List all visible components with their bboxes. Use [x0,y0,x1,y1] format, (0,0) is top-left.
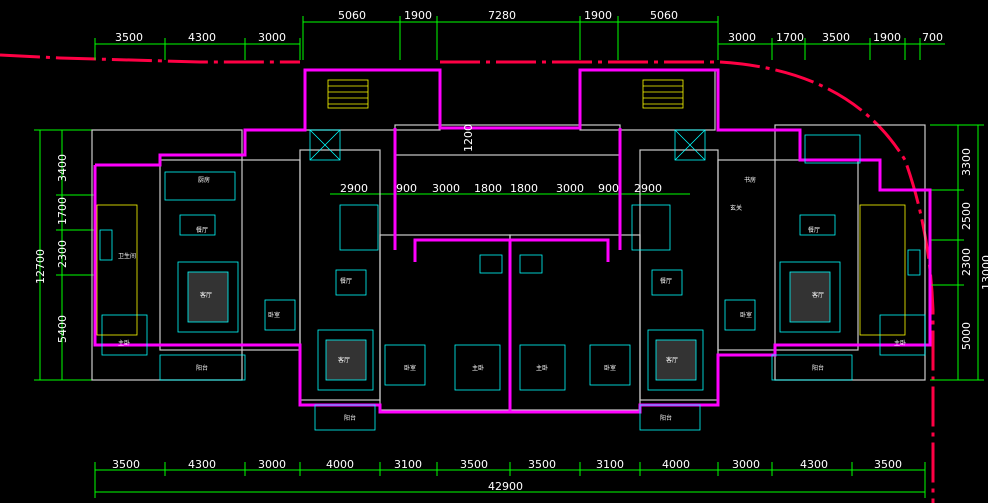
room-label-dining-left: 餐厅 [196,226,208,234]
dim-top-2: 1900 [404,9,432,22]
room-label-balcony-midright: 阳台 [660,414,672,422]
dim-left-4: 5400 [56,315,69,343]
dim-bottom-1: 3500 [112,458,140,471]
dim-bottom-5: 3100 [394,458,422,471]
furniture [99,129,926,431]
dimension-lines [34,16,984,498]
dim-bottom-7: 3500 [528,458,556,471]
dim-bottom-3: 3000 [258,458,286,471]
dim-top-right-4: 1900 [873,31,901,44]
right-dimensions: 3300 2500 2300 5000 13000 [960,148,988,350]
room-label-master-midright: 主卧 [536,364,548,372]
unit-outlines [93,68,932,414]
site-boundary-line [0,53,935,503]
dim-right-4: 5000 [960,322,973,350]
room-label-master-left: 主卧 [118,339,130,347]
dim-bottom-9: 4000 [662,458,690,471]
room-labels: 餐厅 客厅 主卧 卧室 厨房 卫生间 阳台 餐厅 客厅 卧室 主卧 主卧 卧室 … [118,176,906,422]
room-label-master-midleft: 主卧 [472,364,484,372]
dim-top-right-3: 3500 [822,31,850,44]
dim-left-total: 12700 [34,249,47,284]
dim-top-right-5: 700 [922,31,943,44]
dim-mid-6: 3000 [556,182,584,195]
room-label-kitchen-left: 厨房 [198,176,210,184]
room-label-dining-midleft: 餐厅 [340,277,352,285]
room-label-entry-right: 玄关 [730,204,742,212]
room-label-living-midleft: 客厅 [338,356,350,364]
dim-corridor: 1200 [462,124,475,152]
dim-mid-4: 1800 [474,182,502,195]
dim-right-2: 2500 [960,202,973,230]
room-label-balcony-midleft: 阳台 [344,414,356,422]
dim-top-3: 7280 [488,9,516,22]
dim-bottom-2: 4300 [188,458,216,471]
room-label-bedroom-midleft: 卧室 [404,364,416,372]
dim-right-total: 13000 [980,255,988,290]
room-label-balcony-left: 阳台 [196,364,208,372]
dim-bottom-11: 4300 [800,458,828,471]
dim-bottom-10: 3000 [732,458,760,471]
top-dimensions-row2-left: 3500 4300 3000 [115,31,286,44]
dim-mid-7: 900 [598,182,619,195]
room-label-living-right: 客厅 [812,291,824,299]
dim-bottom-8: 3100 [596,458,624,471]
dim-right-1: 3300 [960,148,973,176]
room-label-dining-midright: 餐厅 [660,277,672,285]
dim-bottom-12: 3500 [874,458,902,471]
dim-top-1: 5060 [338,9,366,22]
dim-top-4: 1900 [584,9,612,22]
bottom-dimensions: 3500 4300 3000 4000 3100 3500 3500 3100 … [112,458,902,493]
room-label-study-right: 书房 [744,176,756,184]
top-dimensions-row1: 5060 1900 7280 1900 5060 [338,9,678,22]
dim-top-left-2: 4300 [188,31,216,44]
dim-top-left-1: 3500 [115,31,143,44]
dim-top-right-2: 1700 [776,31,804,44]
left-dimensions: 3400 1700 2300 5400 12700 [34,154,69,343]
stair-treads [96,79,906,336]
dim-mid-8: 2900 [634,182,662,195]
dim-total-width: 42900 [488,480,523,493]
dim-top-5: 5060 [650,9,678,22]
room-label-bedroom-right: 卧室 [740,311,752,319]
room-label-balcony-right: 阳台 [812,364,824,372]
dim-left-1: 3400 [56,154,69,182]
room-label-bedroom-midright: 卧室 [604,364,616,372]
dim-bottom-6: 3500 [460,458,488,471]
room-label-living-midright: 客厅 [666,356,678,364]
room-label-living-left: 客厅 [200,291,212,299]
middle-dimensions: 2900 900 3000 1800 1800 3000 900 2900 12… [340,124,662,195]
dim-mid-1: 2900 [340,182,368,195]
dim-left-2: 1700 [56,197,69,225]
room-label-dining-right: 餐厅 [808,226,820,234]
room-label-master-right: 主卧 [894,339,906,347]
top-dimensions-row2-right: 3000 1700 3500 1900 700 [728,31,943,44]
dim-right-3: 2300 [960,248,973,276]
dim-left-3: 2300 [56,240,69,268]
dim-mid-2: 900 [396,182,417,195]
dim-top-right-1: 3000 [728,31,756,44]
dim-mid-5: 1800 [510,182,538,195]
room-label-bath-left: 卫生间 [118,252,136,260]
dim-bottom-4: 4000 [326,458,354,471]
dim-mid-3: 3000 [432,182,460,195]
room-label-bedroom-left: 卧室 [268,311,280,319]
dim-top-left-3: 3000 [258,31,286,44]
